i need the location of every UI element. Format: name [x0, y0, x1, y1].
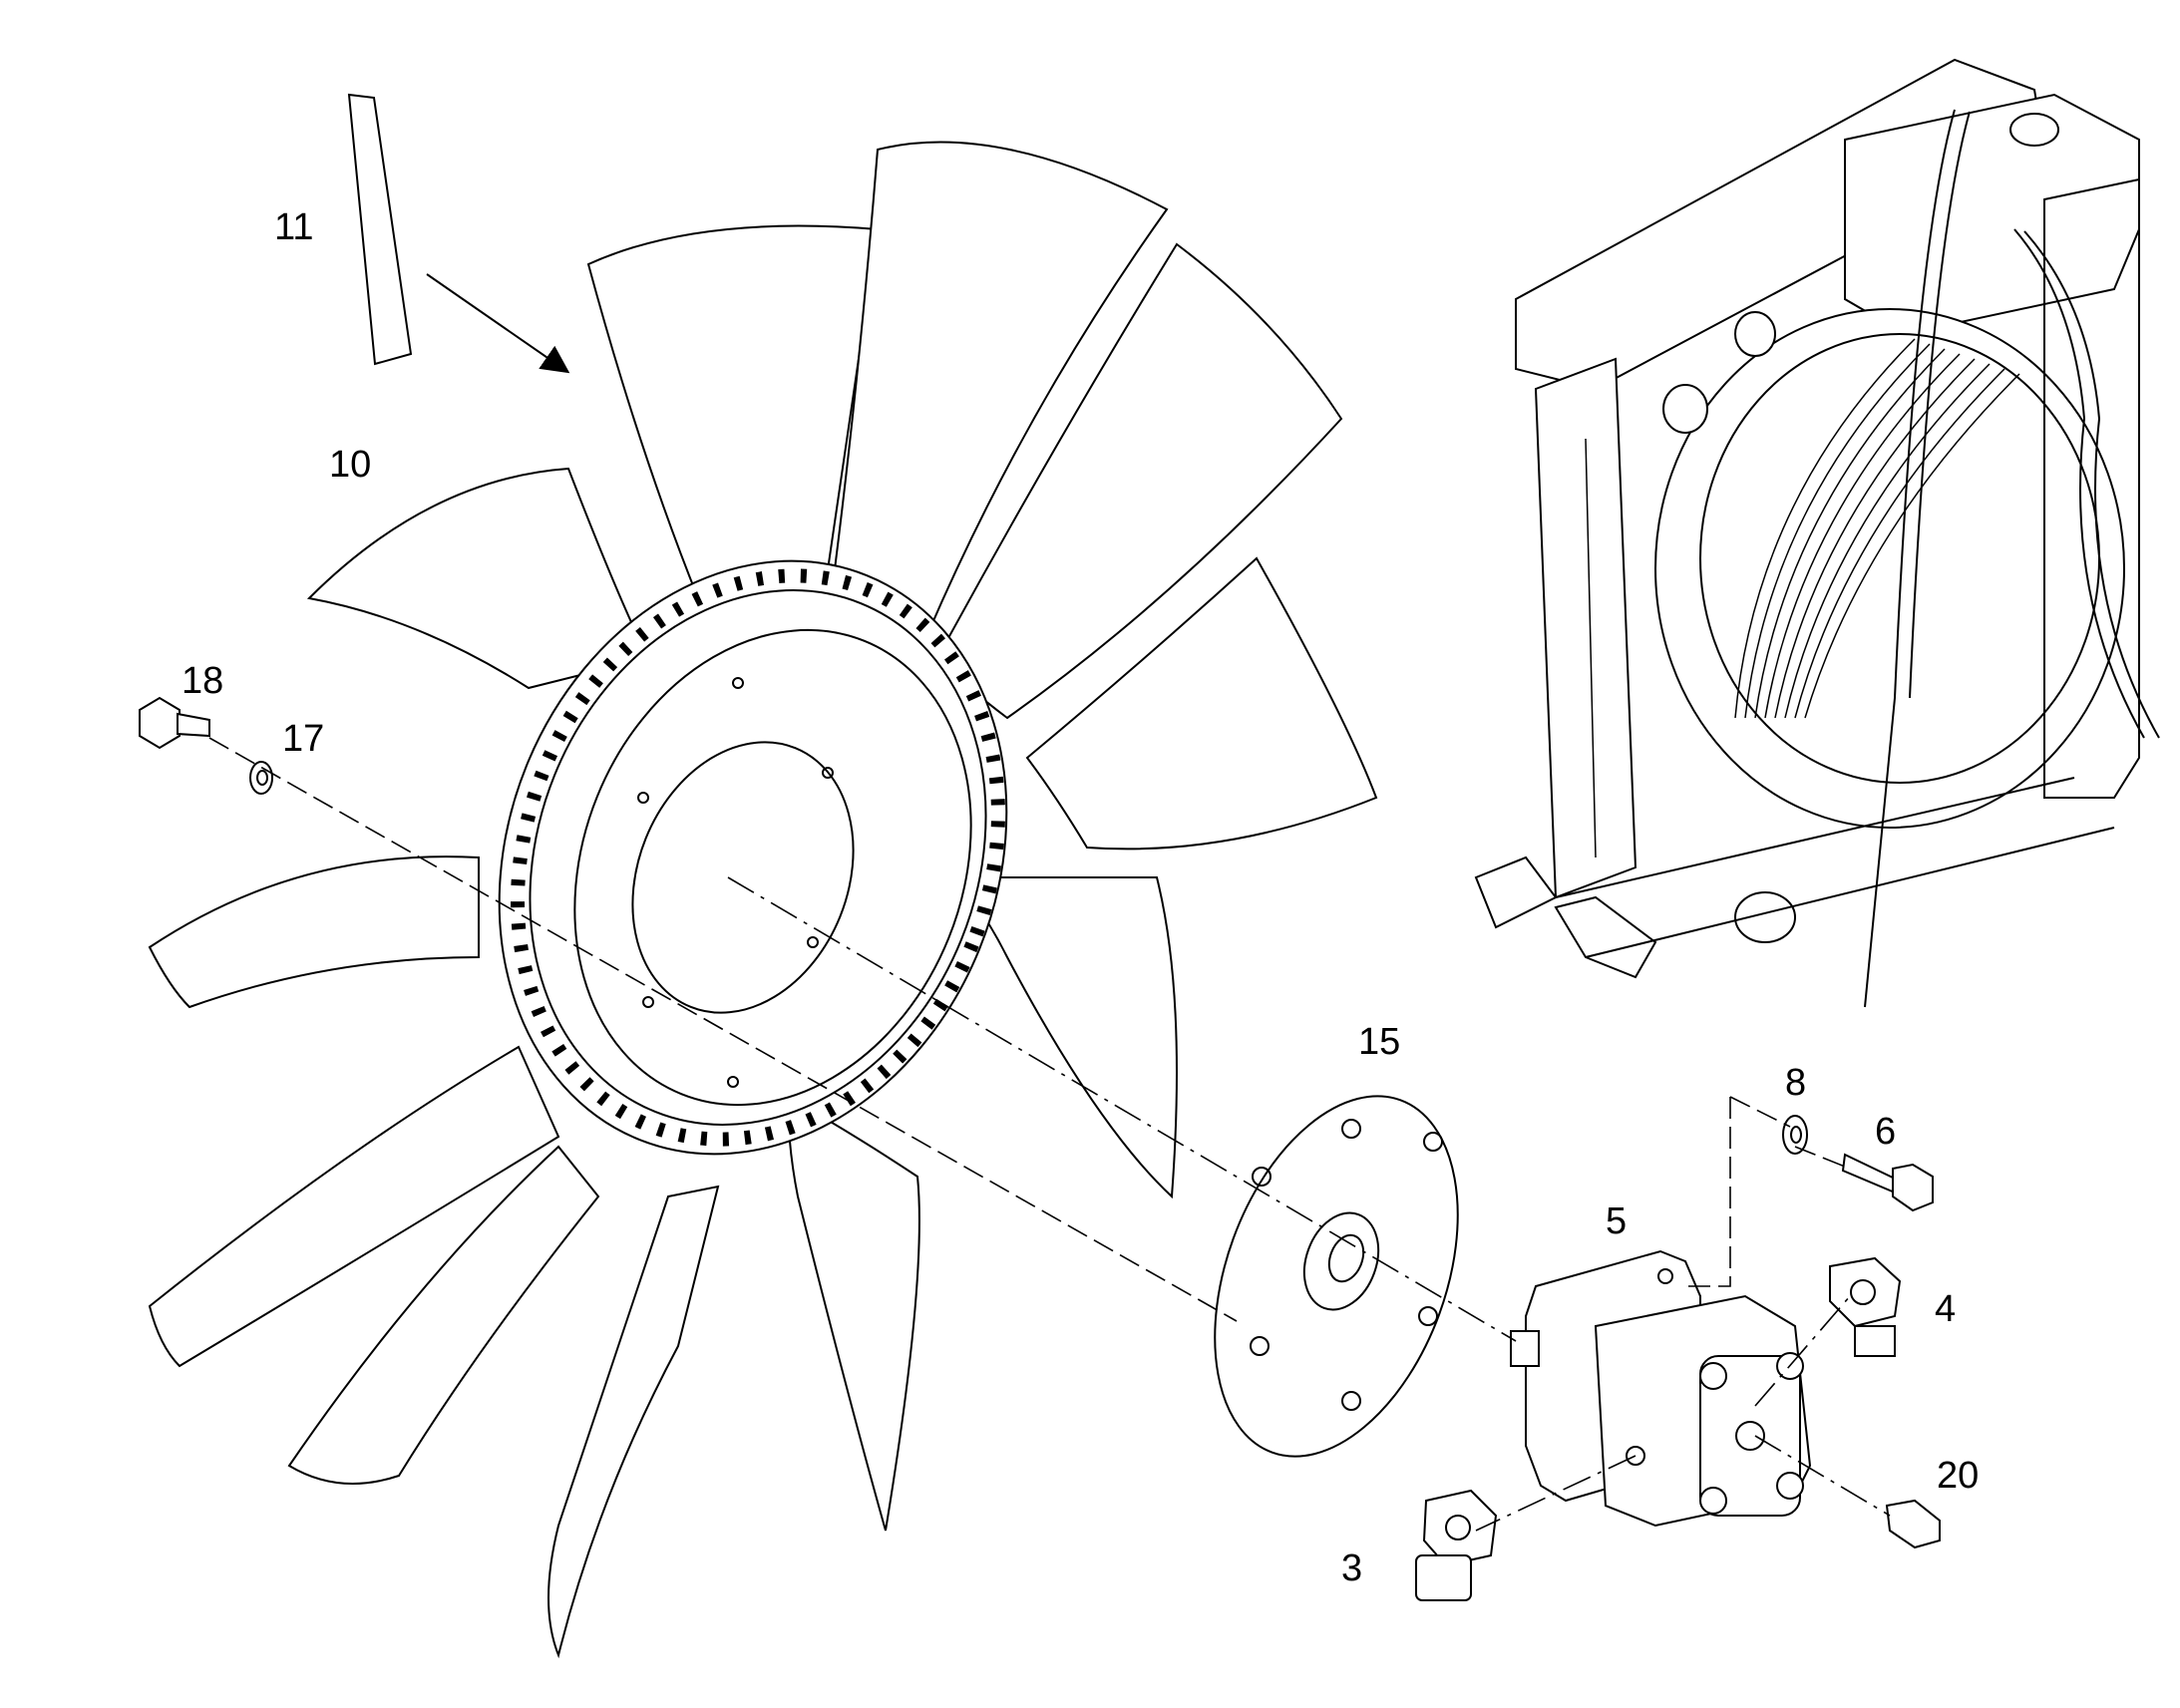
callout-11: 11	[274, 206, 313, 248]
fan-blade	[148, 855, 480, 1009]
part-5-pump	[1510, 1249, 1812, 1528]
callout-4: 4	[1935, 1288, 1956, 1330]
callout-20: 20	[1937, 1455, 1979, 1497]
part-11-strip	[347, 93, 570, 374]
fan-blade	[935, 242, 1343, 720]
callout-3: 3	[1341, 1547, 1362, 1589]
fan-blade	[547, 1185, 720, 1659]
callout-17: 17	[282, 718, 324, 760]
callout-8: 8	[1785, 1062, 1806, 1104]
fan-ring-inner	[529, 589, 987, 1126]
fan-blade	[287, 1145, 600, 1485]
fan-blade	[306, 467, 650, 690]
part-8-washer	[1782, 1115, 1808, 1155]
part-15-coupling-disc	[1214, 1095, 1459, 1458]
fan-hub-plate	[573, 628, 972, 1107]
fan-blade	[148, 1045, 560, 1368]
callout-18: 18	[182, 660, 223, 702]
callout-15: 15	[1358, 1021, 1400, 1063]
assembly-lines	[208, 737, 1891, 1532]
fan-blade	[826, 141, 1169, 660]
fan-blade	[1025, 556, 1378, 851]
part-4-fitting	[1829, 1256, 1902, 1357]
part-3-fitting	[1415, 1489, 1498, 1601]
fan-ribs	[511, 568, 1005, 1147]
fan-blade	[786, 1095, 920, 1532]
callout-10: 10	[329, 444, 371, 486]
fan-blade	[955, 876, 1178, 1199]
callout-6: 6	[1875, 1111, 1896, 1153]
part-17-washer	[249, 761, 273, 795]
part-18-bolt	[139, 696, 210, 750]
radiator-assembly	[1474, 58, 2160, 1008]
part-6-bolt	[1841, 1153, 1934, 1212]
part-20-plug	[1885, 1499, 1941, 1549]
callout-labels: 11 10 18 17 15 8 6 5 4 20 3	[182, 206, 1979, 1589]
fan-hub-bore	[631, 741, 855, 1014]
part-10-fan	[148, 141, 1378, 1659]
callout-5: 5	[1606, 1200, 1627, 1242]
